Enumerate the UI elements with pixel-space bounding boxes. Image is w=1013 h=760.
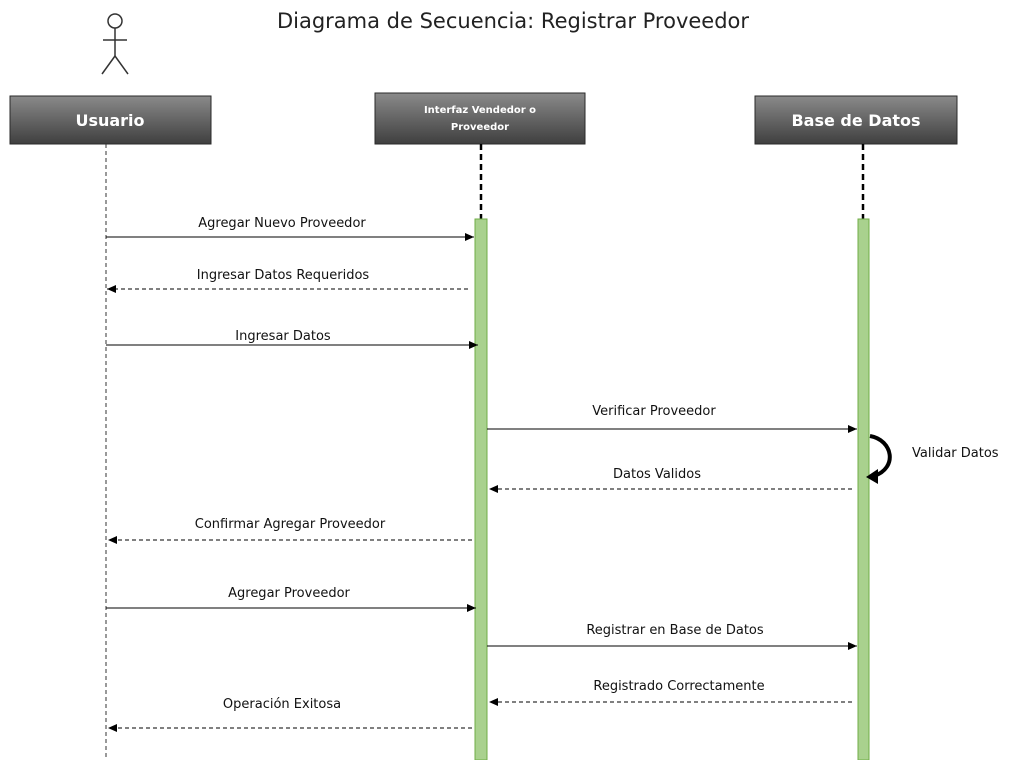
self-message-arc [869,434,892,478]
self-message-validar: Validar Datos [866,434,999,484]
message-label: Operación Exitosa [223,697,341,712]
message-label: Agregar Proveedor [228,586,350,601]
message-1: Agregar Nuevo Proveedor [106,216,474,241]
message-7: Agregar Proveedor [106,586,476,612]
message-label: Confirmar Agregar Proveedor [195,517,386,532]
message-label: Ingresar Datos [235,329,331,344]
participant-box [754,95,958,145]
participant-box [9,95,212,145]
message-label: Datos Validos [613,467,701,482]
participant-usuario: Usuario [9,95,212,145]
activation-bar-interfaz [474,218,488,760]
message-6: Confirmar Agregar Proveedor [108,517,472,544]
participant-interfaz: Interfaz Vendedor o Proveedor [374,92,586,145]
participant-label: Usuario [75,111,144,130]
self-message-label: Validar Datos [912,446,999,461]
participant-label-line2: Proveedor [451,122,509,133]
message-3: Ingresar Datos [106,329,478,349]
actor-icon [101,13,129,75]
message-10: Operación Exitosa [108,697,472,732]
participant-label: Base de Datos [791,111,920,130]
participant-box [374,92,586,145]
message-9: Registrado Correctamente [489,679,852,706]
self-message-arrowhead [866,469,878,484]
diagram-title: Diagrama de Secuencia: Registrar Proveed… [277,9,749,33]
message-label: Registrar en Base de Datos [586,623,764,638]
participant-label-line1: Interfaz Vendedor o [424,105,536,116]
activation-bar-base [857,218,870,760]
message-label: Registrado Correctamente [593,679,764,694]
message-label: Verificar Proveedor [592,404,716,419]
participant-base: Base de Datos [754,95,958,145]
message-8: Registrar en Base de Datos [487,623,857,650]
message-2: Ingresar Datos Requeridos [107,268,468,293]
message-5: Datos Validos [489,467,852,493]
message-label: Agregar Nuevo Proveedor [198,216,366,231]
message-4: Verificar Proveedor [487,404,857,433]
message-label: Ingresar Datos Requeridos [197,268,370,283]
